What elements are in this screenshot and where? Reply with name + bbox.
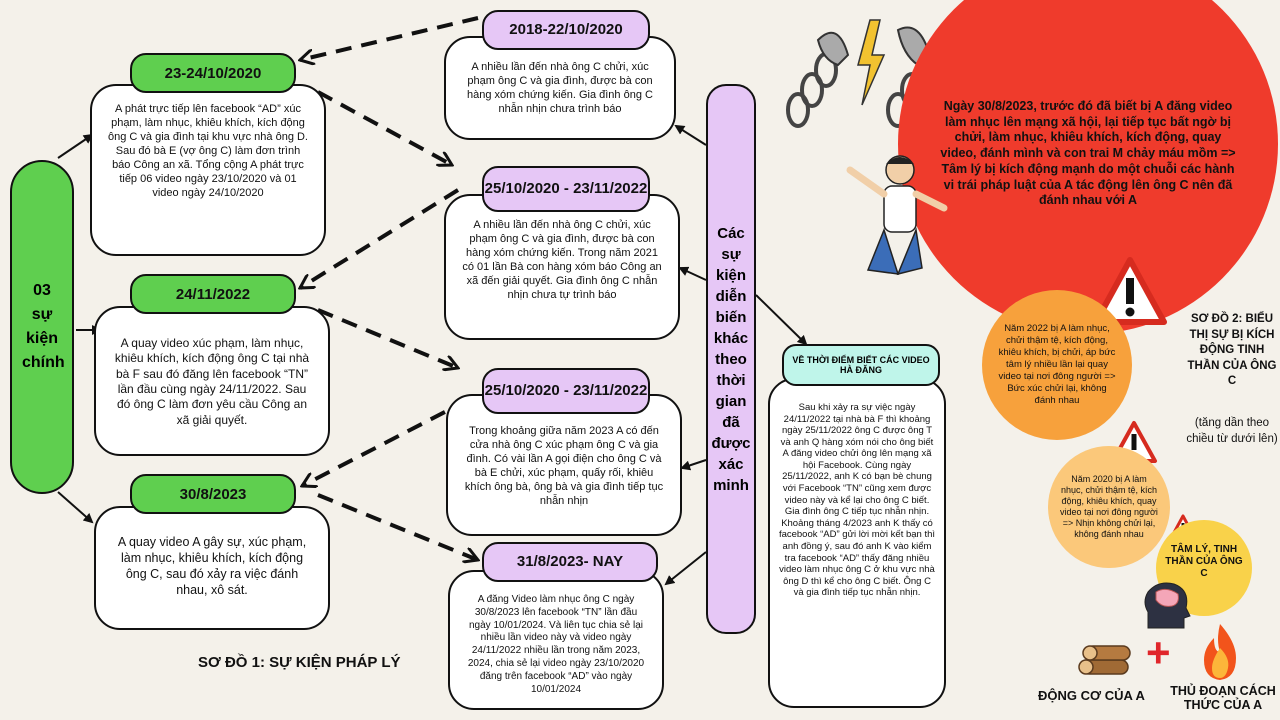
- method-label: THỦ ĐOẠN CÁCH THỨC CỦA A: [1170, 684, 1276, 713]
- diagram2-note: (tăng dần theo chiều từ dưới lên): [1186, 417, 1278, 445]
- green-event-text-1: A phát trực tiếp lên facebook “AD” xúc p…: [108, 103, 308, 200]
- diagram1-title: SƠ ĐỒ 1: SỰ KIỆN PHÁP LÝ: [198, 654, 401, 671]
- purple-event-box-3: Trong khoảng giữa năm 2023 A có đến cửa …: [446, 394, 682, 536]
- green-event-date-1: 23-24/10/2020: [130, 53, 296, 93]
- light-orange-circle-text: Năm 2020 bị A làm nhục, chửi thậm tệ, kí…: [1060, 474, 1158, 539]
- purple-event-text-3: Trong khoảng giữa năm 2023 A có đến cửa …: [464, 425, 664, 508]
- purple-event-date-4: 31/8/2023- NAY: [482, 542, 658, 582]
- arrow-pillar-1: [674, 124, 707, 146]
- arrow-dashed-2: [317, 90, 452, 165]
- light-orange-circle: Năm 2020 bị A làm nhục, chửi thậm tệ, kí…: [1048, 446, 1170, 568]
- purple-event-box-2: A nhiều lần đến nhà ông C chửi, xúc phạm…: [444, 194, 680, 340]
- purple-event-box-4: A đăng Video làm nhục ông C ngày 30/8/20…: [448, 570, 664, 710]
- motive-label: ĐỘNG CƠ CỦA A: [1038, 688, 1145, 703]
- main-events-pill: 03 sự kiện chính: [10, 160, 74, 494]
- warning-icon-large: [1093, 257, 1167, 325]
- arrow-pillar-to-video: [755, 294, 808, 346]
- purple-event-date-2: 25/10/2020 - 23/11/2022: [482, 166, 650, 212]
- orange-circle-text: Năm 2022 bị A làm nhục, chửi thậm tệ, kí…: [998, 323, 1116, 406]
- other-events-pillar: Các sự kiện diễn biến khác theo thời gia…: [706, 84, 756, 634]
- arrow-main-to-event-3: [57, 491, 94, 524]
- green-event-text-2: A quay video xúc phạm, làm nhục, khiêu k…: [114, 336, 310, 427]
- green-event-text-3: A quay video A gây sự, xúc phạm, làm nhụ…: [117, 535, 307, 597]
- purple-event-date-3: 25/10/2020 - 23/11/2022: [482, 368, 650, 414]
- video-time-text: Sau khi xảy ra sự việc ngày 24/11/2022 t…: [778, 402, 936, 599]
- green-event-date-2: 24/11/2022: [130, 274, 296, 314]
- purple-event-text-4: A đăng Video làm nhục ông C ngày 30/8/20…: [467, 594, 645, 695]
- arrow-dashed-1: [300, 16, 479, 60]
- red-circle-text: Ngày 30/8/2023, trước đó đã biết bị A đă…: [940, 98, 1236, 208]
- purple-event-text-2: A nhiều lần đến nhà ông C chửi, xúc phạm…: [462, 219, 662, 302]
- other-events-label: Các sự kiện diễn biến khác theo thời gia…: [711, 224, 751, 494]
- arrow-dashed-5: [302, 398, 469, 486]
- orange-circle: Năm 2022 bị A làm nhục, chửi thậm tệ, kí…: [982, 290, 1132, 440]
- green-event-box-3: A quay video A gây sự, xúc phạm, làm nhụ…: [94, 506, 330, 630]
- yellow-circle-text: TÂM LÝ, TINH THẦN CỦA ÔNG C: [1165, 544, 1243, 579]
- arrow-pillar-3: [680, 459, 707, 471]
- purple-event-text-1: A nhiều lần đến nhà ông C chửi, xúc phạm…: [467, 61, 653, 116]
- red-circle: Ngày 30/8/2023, trước đó đã biết bị A đă…: [898, 0, 1278, 334]
- arrow-pillar-2: [678, 266, 707, 281]
- purple-event-box-1: A nhiều lần đến nhà ông C chửi, xúc phạm…: [444, 36, 676, 140]
- distressed-man-illustration: [846, 155, 948, 276]
- plus-sign: +: [1146, 629, 1171, 676]
- purple-event-date-1: 2018-22/10/2020: [482, 10, 650, 50]
- green-event-box-1: A phát trực tiếp lên facebook “AD” xúc p…: [90, 84, 326, 256]
- arrow-dashed-6: [317, 493, 478, 560]
- green-event-date-3: 30/8/2023: [130, 474, 296, 514]
- arrow-dashed-4: [317, 308, 458, 368]
- brain-head-icon: [1144, 582, 1191, 629]
- diagram2-title: SƠ ĐỒ 2: BIỂU THỊ SỰ BỊ KÍCH ĐỘNG TINH T…: [1187, 313, 1277, 388]
- arrow-pillar-4: [664, 551, 707, 586]
- green-event-box-2: A quay video xúc phạm, làm nhục, khiêu k…: [94, 306, 330, 456]
- video-time-box: Sau khi xảy ra sự việc ngày 24/11/2022 t…: [768, 378, 946, 708]
- fire-icon: [1204, 624, 1236, 680]
- main-events-label: 03 sự kiện chính: [22, 282, 65, 371]
- logs-icon: [1078, 645, 1131, 675]
- video-time-title: VỀ THỜI ĐIỂM BIẾT CÁC VIDEO HÀ ĐĂNG: [782, 344, 940, 386]
- arrow-dashed-3: [300, 188, 460, 290]
- arrow-main-to-event-1: [57, 133, 94, 159]
